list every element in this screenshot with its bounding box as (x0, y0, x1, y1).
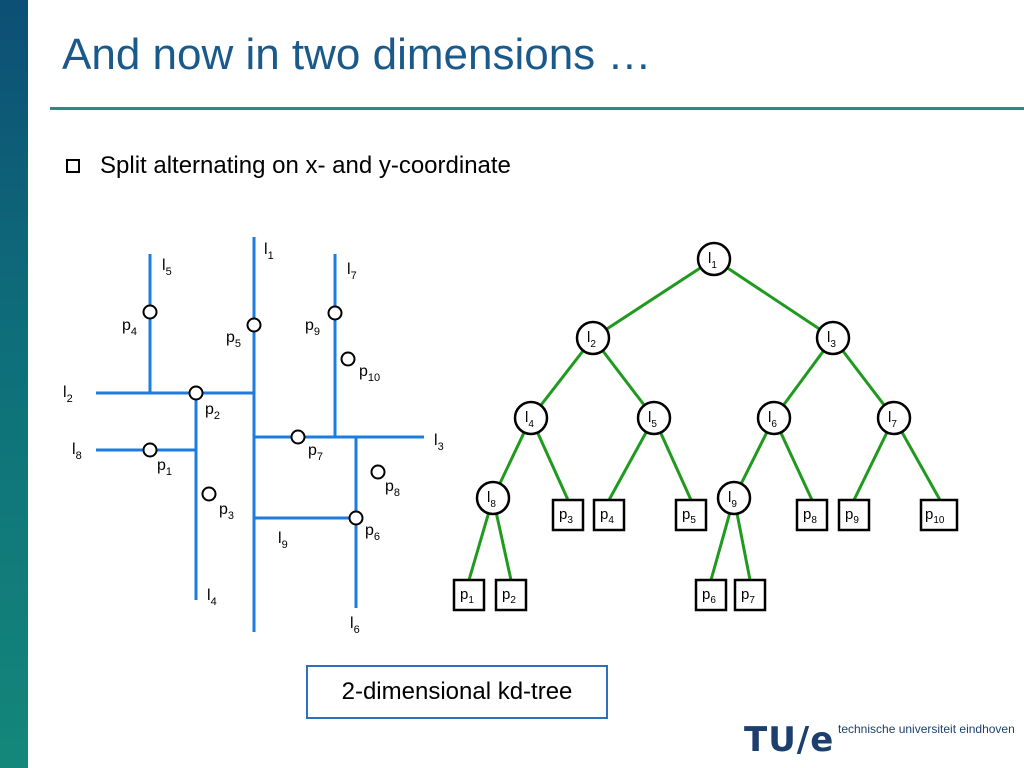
svg-text:p1: p1 (460, 586, 474, 606)
tree-node-l6: l6 (756, 400, 792, 436)
bullet-text: Split alternating on x- and y-coordinate (100, 152, 511, 179)
plane-label-p10: p10 (359, 363, 380, 384)
tree-node-l9: l9 (716, 480, 752, 516)
point-p2 (188, 385, 204, 401)
figure-caption: 2-dimensional kd-tree (306, 665, 608, 719)
plane-label-p7: p7 (308, 442, 323, 463)
university-name: technische universiteit eindhoven (838, 722, 1015, 736)
plane-label-p4: p4 (122, 317, 137, 338)
svg-text:l6: l6 (768, 409, 777, 430)
tree-leaves: p3 p4 p5 p8 p9 p10 p1 p2 p6 p7 (452, 498, 959, 612)
plane-subdivision (96, 237, 424, 632)
tree-leaf-p10: p10 (919, 498, 959, 532)
plane-label-l9: l9 (278, 530, 288, 551)
point-p1 (142, 442, 158, 458)
plane-label-p6: p6 (365, 522, 380, 543)
plane-label-p2: p2 (205, 401, 220, 422)
tree-leaf-p4: p4 (592, 498, 626, 532)
plane-label-p9: p9 (305, 317, 320, 338)
plane-label-l5: l5 (162, 257, 172, 278)
svg-text:p7: p7 (741, 586, 755, 606)
left-accent-bar (0, 0, 28, 768)
plane-points (142, 304, 386, 526)
svg-text:l3: l3 (827, 329, 836, 350)
title-divider (50, 107, 1024, 110)
tree-leaf-p5: p5 (674, 498, 708, 532)
tree-node-l2: l2 (575, 320, 611, 356)
svg-text:p5: p5 (682, 506, 696, 526)
point-p5 (246, 317, 262, 333)
svg-text:l2: l2 (587, 329, 596, 350)
svg-text:p3: p3 (559, 506, 573, 526)
tree-leaf-p6: p6 (694, 578, 728, 612)
svg-text:p4: p4 (600, 506, 614, 526)
plane-label-p1: p1 (157, 457, 172, 478)
point-p10 (340, 351, 356, 367)
tree-node-l1: l1 (696, 241, 732, 277)
svg-text:l7: l7 (888, 409, 897, 430)
page-title: And now in two dimensions … (62, 30, 652, 79)
plane-label-l2: l2 (63, 384, 73, 405)
plane-label-p8: p8 (385, 478, 400, 499)
svg-text:p10: p10 (925, 506, 945, 526)
svg-text:p9: p9 (845, 506, 859, 526)
svg-text:l1: l1 (708, 250, 717, 271)
point-p8 (370, 464, 386, 480)
plane-label-l1: l1 (264, 241, 274, 262)
point-p3 (201, 486, 217, 502)
tree-leaf-p9: p9 (837, 498, 871, 532)
tue-logo: TU/e (744, 720, 835, 760)
point-p6 (348, 510, 364, 526)
point-p7 (290, 429, 306, 445)
tree-node-l3: l3 (815, 320, 851, 356)
tree-leaf-p1: p1 (452, 578, 486, 612)
svg-text:p8: p8 (803, 506, 817, 526)
plane-label-l8: l8 (72, 441, 82, 462)
svg-text:l8: l8 (487, 489, 496, 510)
plane-labels: l1 l5 l7 p4 p5 p9 p10 l2 p2 l3 l8 p7 p1 … (63, 241, 444, 636)
plane-label-l4: l4 (207, 587, 217, 608)
point-p4 (142, 304, 158, 320)
svg-text:p6: p6 (702, 586, 716, 606)
svg-text:l9: l9 (728, 489, 737, 510)
tree-leaf-p7: p7 (733, 578, 767, 612)
svg-text:p2: p2 (502, 586, 516, 606)
svg-text:l4: l4 (525, 409, 534, 430)
plane-label-l3: l3 (434, 432, 444, 453)
edge-l1-l3 (713, 257, 834, 340)
tree-leaf-p8: p8 (795, 498, 829, 532)
plane-label-l7: l7 (347, 261, 357, 282)
tree-leaf-p3: p3 (551, 498, 585, 532)
edge-l1-l2 (592, 257, 715, 340)
tree-node-l5: l5 (636, 400, 672, 436)
plane-label-p5: p5 (226, 329, 241, 350)
svg-text:l5: l5 (648, 409, 657, 430)
point-p9 (327, 305, 343, 321)
tree-internal-nodes: l1 l2 l3 l4 l5 l6 l7 l8 l9 (475, 241, 912, 516)
tree-node-l7: l7 (876, 400, 912, 436)
tree-leaf-p2: p2 (494, 578, 528, 612)
plane-label-l6: l6 (350, 615, 360, 636)
tree-node-l4: l4 (513, 400, 549, 436)
tree-node-l8: l8 (475, 480, 511, 516)
square-bullet-icon (66, 159, 80, 173)
plane-label-p3: p3 (219, 501, 234, 522)
